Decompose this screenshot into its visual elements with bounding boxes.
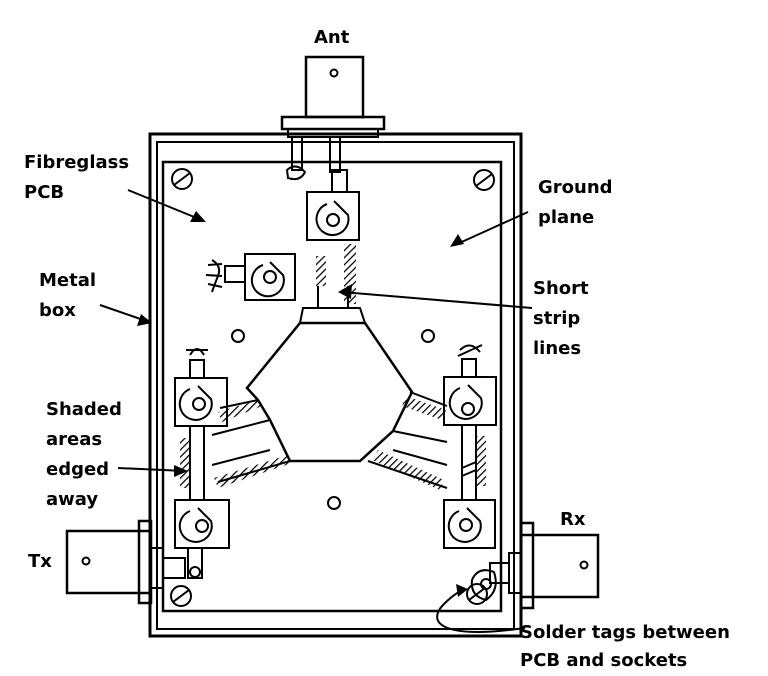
arrowhead-solder-tags [456,584,468,597]
rx-socket [489,521,600,610]
label-ground-line1: Ground [538,177,613,198]
arrowhead-strip-lines [338,284,352,299]
label-metal-box: Metal box [39,266,96,326]
label-solder-line1: Solder tags between [520,622,730,643]
label-shaded-areas: Shaded areas edged away [46,395,122,515]
junction-neck [298,307,367,324]
strip-line-right [392,391,448,443]
label-tx: Tx [28,547,52,577]
label-short-line1: Short [533,278,589,299]
arrowhead-ground [450,234,464,247]
tx-socket [65,519,186,605]
label-fibreglass-line1: Fibreglass [24,152,130,173]
metal-box-inner [156,141,515,630]
label-solder-line2: PCB and sockets [520,650,688,671]
shaded-strip-lower-left [214,455,292,488]
screw-top-right [473,169,495,191]
fibreglass-pcb [161,160,503,613]
shaded-strip-right [402,396,446,420]
shaded-area-left-vertical [180,438,190,488]
label-fibreglass-line2: PCB [24,182,65,203]
arrow-fibreglass [127,189,205,222]
shaded-strip-lower-right [372,450,444,490]
arrow-ground [454,211,529,246]
ferrite-junction [245,321,414,463]
shaded-strip-left [218,400,262,422]
arrowhead-shaded [174,465,188,477]
trimmer-right-bottom [443,424,496,549]
metal-box-outer [148,132,523,638]
label-metal-line1: Metal [39,270,97,291]
label-shaded-line3: edged [46,459,110,480]
arrowhead-metal-box [137,314,152,326]
hole-center [327,496,341,510]
label-tx-text: Tx [28,551,52,572]
label-ground-plane: Ground plane [538,173,613,233]
screw-bottom-right [466,583,488,605]
trimmer-top [306,169,360,241]
arrow-shaded [117,467,186,472]
ant-socket [280,55,386,181]
arrow-strip-lines [341,291,533,309]
label-short-strip-lines: Short strip lines [533,274,589,364]
hole-right [421,329,435,343]
shaded-area-right-vertical [476,436,486,486]
shaded-strip-top-2 [316,256,326,286]
label-solder-tags: Solder tags between PCB and sockets [520,619,730,675]
label-shaded-line2: areas [46,429,103,450]
label-ant: Ant [314,23,349,53]
screw-bottom-left [170,585,192,607]
label-metal-line2: box [39,300,76,321]
arrowhead-fibreglass [190,211,206,222]
label-rx-text: Rx [560,509,586,530]
trimmer-left-middle [174,348,228,427]
solder-tag-tx [187,547,203,579]
label-short-line2: strip [533,308,581,329]
label-shaded-line1: Shaded [46,399,122,420]
screw-top-left [171,168,193,190]
label-rx: Rx [560,505,585,535]
label-short-line3: lines [533,338,582,359]
label-ant-text: Ant [314,27,350,48]
label-shaded-line4: away [46,489,99,510]
solder-tag-rx [470,569,497,602]
hole-left [231,329,245,343]
label-ground-line2: plane [538,207,595,228]
trimmer-right-middle [443,344,497,426]
trimmer-left-top [205,253,296,301]
label-fibreglass-pcb: Fibreglass PCB [24,148,129,208]
